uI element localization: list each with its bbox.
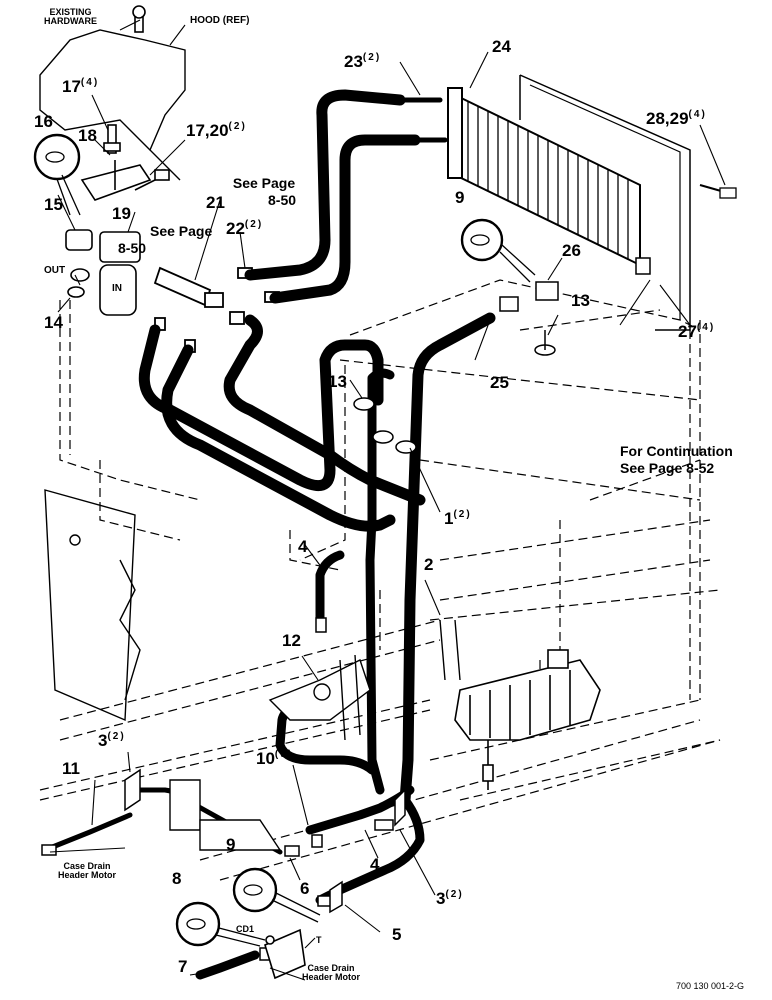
callout-16: 16 xyxy=(34,112,53,131)
callout-15: 15 xyxy=(44,195,63,214)
callout-28-29: 28,29(4) xyxy=(646,109,707,128)
case-drain-a-line-1: Case Drain xyxy=(63,861,111,871)
callout-12: 12 xyxy=(282,631,301,650)
callout-22-num: 22 xyxy=(226,219,245,238)
see-page-a-line-2: 8-50 xyxy=(268,192,297,208)
callout-26: 26 xyxy=(562,241,581,260)
callout-1-num: 1 xyxy=(444,509,454,528)
callout-9b: 9 xyxy=(226,835,236,854)
callout-25: 25 xyxy=(490,373,509,392)
callout-14: 14 xyxy=(44,313,63,332)
callout-18: 18 xyxy=(78,126,97,145)
callout-22-qty: (2) xyxy=(244,219,264,230)
callout-3b-num: 3 xyxy=(436,889,446,908)
callout-19: 19 xyxy=(112,204,131,223)
hydraulic-hoses xyxy=(42,89,496,980)
callout-17-20-qty: (2) xyxy=(228,121,247,132)
callout-21: 21 xyxy=(206,193,225,212)
hose-fittings xyxy=(41,281,559,961)
callout-17a-qty: (4) xyxy=(80,77,100,88)
case-drain-b-line-2: Header Motor xyxy=(302,972,361,982)
existing-hardware-label: EXISTING HARDWARE xyxy=(44,8,97,26)
callout-27: 27(4) xyxy=(678,322,716,341)
callout-4b: 4 xyxy=(370,855,380,874)
filter-assembly xyxy=(65,5,170,316)
callout-17-20: 17,20(2) xyxy=(186,121,247,140)
in-port-label: IN xyxy=(112,283,122,294)
callout-6: 6 xyxy=(300,879,310,898)
case-drain-b-line-1: Case Drain xyxy=(307,963,355,973)
callout-22: 22(2) xyxy=(226,219,264,238)
leader-lines xyxy=(49,19,726,981)
callout-9a: 9 xyxy=(455,188,465,207)
callout-23: 23(2) xyxy=(344,52,382,71)
callout-4a: 4 xyxy=(298,537,308,556)
callout-28-29-num: 28,29 xyxy=(646,109,689,128)
callout-17-20-num: 17,20 xyxy=(186,121,229,140)
continuation-line-1: For Continuation xyxy=(620,443,733,459)
t-port-label: T xyxy=(316,935,322,945)
detail-circle-arrows xyxy=(45,151,536,947)
hose-clamps xyxy=(124,397,417,914)
callout-10: 10(9) xyxy=(256,749,294,768)
left-bracket-panel xyxy=(44,489,141,722)
case-drain-label-a: Case Drain Header Motor xyxy=(58,862,116,880)
callout-7: 7 xyxy=(178,957,188,976)
callout-13a: 13 xyxy=(571,291,590,310)
callout-3a-num: 3 xyxy=(98,731,108,750)
cd1-port-label: CD1 xyxy=(236,924,255,934)
callout-3b: 3(2) xyxy=(436,889,464,908)
see-page-b-line-2: 8-50 xyxy=(118,240,147,256)
callout-24: 24 xyxy=(492,37,511,56)
out-port-label: OUT xyxy=(44,265,66,276)
callout-5: 5 xyxy=(392,925,402,944)
callout-27-qty: (4) xyxy=(696,322,716,333)
callout-1-qty: (2) xyxy=(453,509,472,520)
callout-3a-qty: (2) xyxy=(107,731,126,742)
see-page-a-line-1: See Page xyxy=(232,175,296,191)
see-page-note-b: See Page 8-50 xyxy=(118,223,213,255)
callout-17a: 17(4) xyxy=(62,77,100,96)
continuation-line-2: See Page 8-52 xyxy=(620,460,715,476)
callout-11: 11 xyxy=(62,759,80,778)
figure-id: 700 130 001-2-G xyxy=(676,981,745,991)
valve-bracket xyxy=(169,619,461,851)
existing-hardware-line-2: HARDWARE xyxy=(44,16,97,26)
see-page-b-line-1: See Page xyxy=(150,223,213,239)
hood-ref-label: HOOD (REF) xyxy=(190,15,250,26)
callout-27-num: 27 xyxy=(678,322,697,341)
detail-circles xyxy=(33,133,504,947)
callout-17a-num: 17 xyxy=(62,77,81,96)
callout-23-num: 23 xyxy=(344,52,363,71)
callout-3b-qty: (2) xyxy=(445,889,464,900)
callout-10-qty: (9) xyxy=(274,749,294,760)
callout-13b: 13 xyxy=(328,372,347,391)
callout-23-qty: (2) xyxy=(362,52,382,63)
callout-3a: 3(2) xyxy=(98,731,126,750)
case-drain-label-b: Case Drain Header Motor xyxy=(302,964,360,982)
callout-28-29-qty: (4) xyxy=(688,109,707,120)
cooler xyxy=(447,74,737,331)
see-page-note-a: See Page 8-50 xyxy=(232,176,296,207)
callout-8: 8 xyxy=(172,869,182,888)
continuation-note: For Continuation See Page 8-52 xyxy=(620,444,733,475)
callout-2: 2 xyxy=(424,555,434,574)
pump-assembly xyxy=(454,649,601,790)
callout-10-num: 10 xyxy=(256,749,275,768)
callout-1: 1(2) xyxy=(444,509,472,528)
hood-ref xyxy=(39,29,186,181)
manifold-block xyxy=(264,928,306,980)
existing-hardware-line-1: EXISTING xyxy=(49,7,92,17)
case-drain-a-line-2: Header Motor xyxy=(58,870,117,880)
